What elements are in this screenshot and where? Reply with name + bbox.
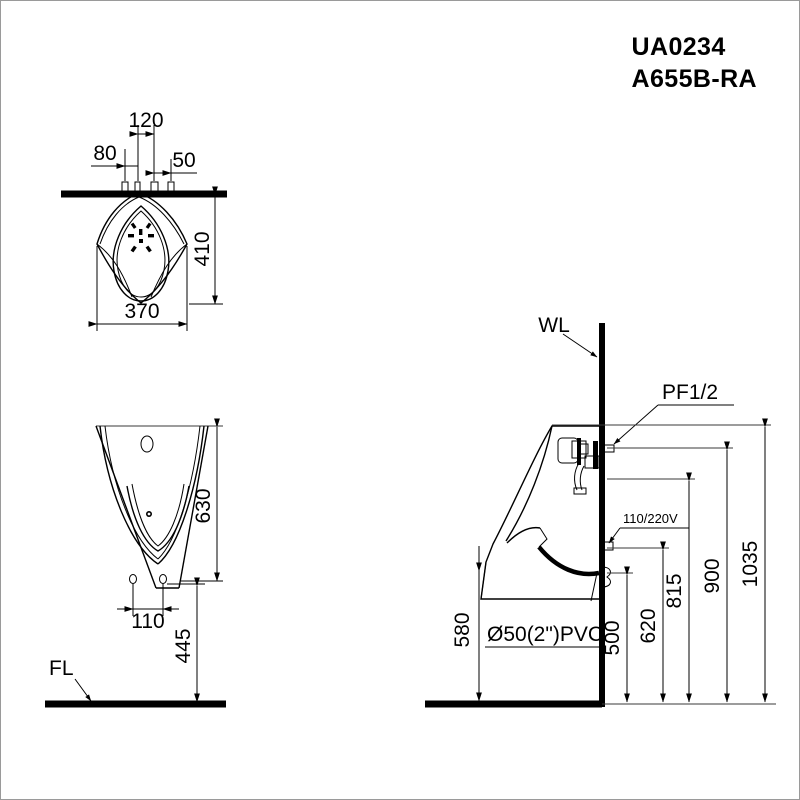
- label-voltage: 110/220V: [608, 511, 689, 544]
- front-view: 630 110 FL 445: [45, 418, 226, 708]
- dim-120-value: 120: [128, 109, 163, 132]
- dim-445: 445: [167, 577, 205, 703]
- label-drain: Ø50(2")PVC: [485, 623, 603, 648]
- sensor-eye: [140, 435, 154, 453]
- front-view-fixing-holes: [129, 574, 167, 584]
- drain-point-inner: [147, 512, 151, 516]
- dim-630-value: 630: [192, 488, 215, 523]
- dim-900-value: 900: [701, 558, 724, 593]
- dim-900: 900: [607, 441, 733, 703]
- dim-445-value: 445: [172, 628, 195, 663]
- dim-500: 500: [601, 566, 633, 703]
- label-pf-text: PF1/2: [662, 381, 718, 404]
- dim-620-value: 620: [637, 608, 660, 643]
- label-pf: PF1/2: [613, 381, 734, 445]
- mounting-bolts: [121, 181, 175, 192]
- label-drain-text: Ø50(2")PVC: [487, 623, 603, 646]
- dim-1035: 1035: [552, 418, 771, 703]
- dim-410: 410: [189, 186, 223, 305]
- dim-120: 120: [128, 109, 164, 137]
- top-view: 120 80 50 370: [61, 109, 227, 331]
- urinal-plan-outline: [96, 192, 188, 304]
- dim-580-value: 580: [451, 612, 474, 647]
- electrical-connector: [599, 540, 614, 552]
- dim-410-value: 410: [191, 231, 214, 266]
- dim-80-value: 80: [93, 142, 116, 165]
- dim-620: 620: [607, 541, 669, 703]
- label-wl-text: WL: [538, 314, 570, 337]
- dim-370: 370: [88, 246, 188, 331]
- flush-valve-assembly: [557, 437, 615, 495]
- urinal-side-outline: [480, 425, 600, 600]
- dim-370-value: 370: [124, 300, 159, 323]
- model-code: UA0234: [631, 33, 726, 61]
- dim-50-value: 50: [172, 149, 195, 172]
- dim-815-value: 815: [663, 573, 686, 608]
- dim-50: 50: [145, 149, 197, 176]
- label-wl: WL: [538, 314, 598, 358]
- label-fl-text: FL: [49, 657, 74, 680]
- product-code: A655B-RA: [631, 65, 757, 93]
- label-fl: FL: [49, 657, 92, 702]
- dim-1035-value: 1035: [739, 541, 762, 588]
- title-block: UA0234 A655B-RA: [632, 31, 757, 95]
- dim-580: 580: [451, 546, 482, 702]
- spray-outlet-icon: [128, 222, 154, 253]
- urinal-front-outline: [95, 425, 209, 589]
- label-voltage-text: 110/220V: [623, 511, 678, 526]
- dim-500-value: 500: [601, 620, 624, 655]
- dim-815: 815: [607, 472, 695, 703]
- side-view: WL: [425, 314, 776, 708]
- waste-outlet: [590, 566, 611, 602]
- dim-110: 110: [117, 583, 179, 633]
- dim-110-value: 110: [131, 610, 164, 633]
- dim-80: 80: [91, 142, 138, 169]
- dim-630: 630: [181, 418, 223, 582]
